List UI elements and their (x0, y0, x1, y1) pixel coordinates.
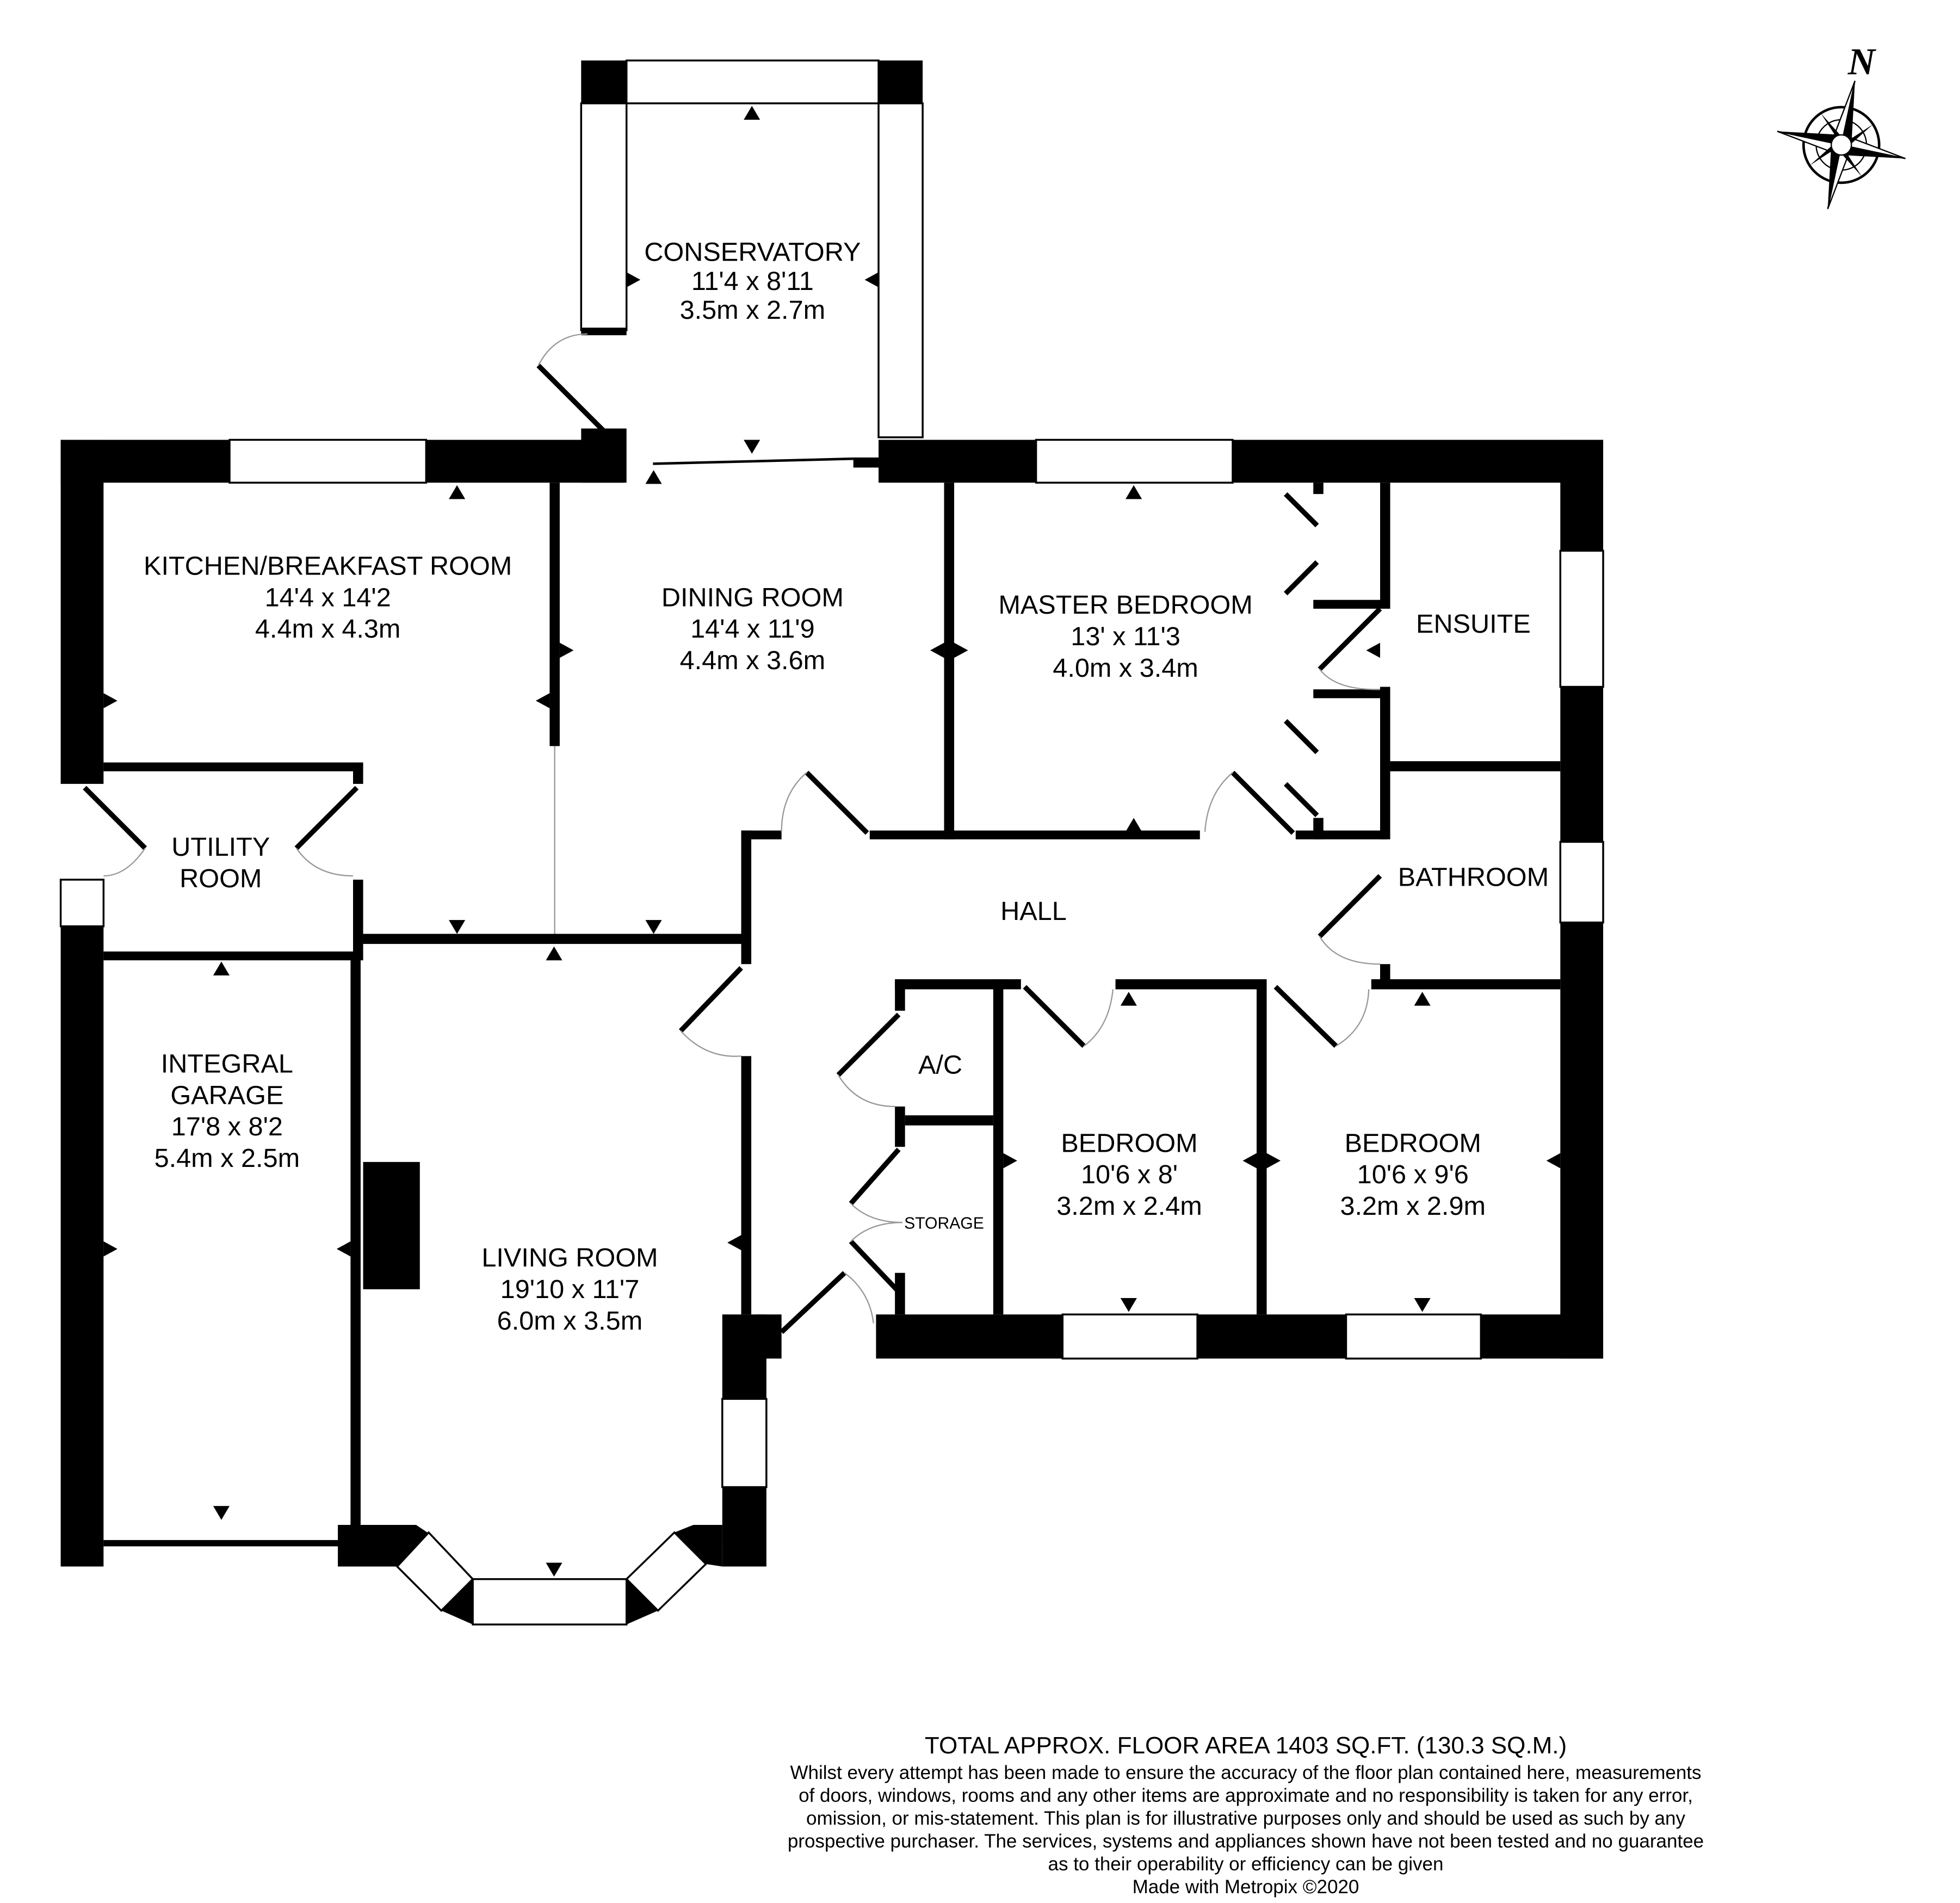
ac-name: A/C (918, 1051, 962, 1080)
ensuite-name: ENSUITE (1416, 609, 1531, 639)
bedroom3-name: BEDROOM (1345, 1128, 1481, 1158)
living-name: LIVING ROOM (481, 1243, 658, 1272)
bedroom3-imperial: 10'6 x 9'6 (1357, 1160, 1469, 1189)
compass-north-label: N (1847, 41, 1877, 83)
master-metric: 4.0m x 3.4m (1053, 653, 1198, 683)
conservatory-imperial: 11'4 x 8'11 (691, 267, 814, 296)
kitchen-imperial: 14'4 x 14'2 (265, 583, 391, 612)
disclaimer-line: omission, or mis-statement. This plan is… (806, 1808, 1685, 1829)
bedroom2-metric: 3.2m x 2.4m (1056, 1191, 1202, 1221)
garage-name-2: GARAGE (170, 1080, 283, 1110)
disclaimer-line: prospective purchaser. The services, sys… (787, 1831, 1704, 1852)
bathroom-name: BATHROOM (1398, 863, 1549, 892)
disclaimer-line: of doors, windows, rooms and any other i… (799, 1785, 1693, 1806)
utility-name-2: ROOM (180, 864, 262, 893)
kitchen-name: KITCHEN/BREAKFAST ROOM (144, 551, 512, 580)
total-floor-area: TOTAL APPROX. FLOOR AREA 1403 SQ.FT. (13… (924, 1732, 1567, 1759)
storage-name: STORAGE (904, 1215, 984, 1233)
doors (83, 333, 1382, 1334)
master-imperial: 13' x 11'3 (1071, 622, 1180, 651)
dining-name: DINING ROOM (661, 583, 844, 612)
kitchen-metric: 4.4m x 4.3m (255, 614, 401, 644)
bedroom3-metric: 3.2m x 2.9m (1340, 1191, 1486, 1221)
garage-imperial: 17'8 x 8'2 (171, 1112, 283, 1141)
dimension-arrows (103, 106, 1561, 1577)
disclaimer-line: as to their operability or efficiency ca… (1048, 1853, 1444, 1875)
walls (59, 59, 1604, 1626)
living-metric: 6.0m x 3.5m (497, 1306, 643, 1336)
bedroom2-imperial: 10'6 x 8' (1081, 1160, 1178, 1189)
utility-name-1: UTILITY (171, 832, 270, 862)
living-imperial: 19'10 x 11'7 (500, 1275, 640, 1304)
compass-rose-icon: N (1777, 41, 1906, 209)
footer: TOTAL APPROX. FLOOR AREA 1403 SQ.FT. (13… (729, 1730, 1763, 1899)
master-name: MASTER BEDROOM (998, 590, 1252, 620)
conservatory-metric: 3.5m x 2.7m (680, 295, 826, 325)
garage-metric: 5.4m x 2.5m (154, 1144, 300, 1173)
dining-imperial: 14'4 x 11'9 (690, 614, 815, 644)
hall-name: HALL (1000, 897, 1067, 926)
dining-metric: 4.4m x 3.6m (680, 646, 826, 675)
room-labels: CONSERVATORY 11'4 x 8'11 3.5m x 2.7m KIT… (144, 238, 1549, 1336)
credit: Made with Metropix ©2020 (1132, 1876, 1359, 1898)
bedroom2-name: BEDROOM (1061, 1128, 1197, 1158)
conservatory-name: CONSERVATORY (644, 238, 861, 267)
garage-name-1: INTEGRAL (161, 1049, 293, 1078)
disclaimer-line: Whilst every attempt has been made to en… (790, 1762, 1702, 1783)
